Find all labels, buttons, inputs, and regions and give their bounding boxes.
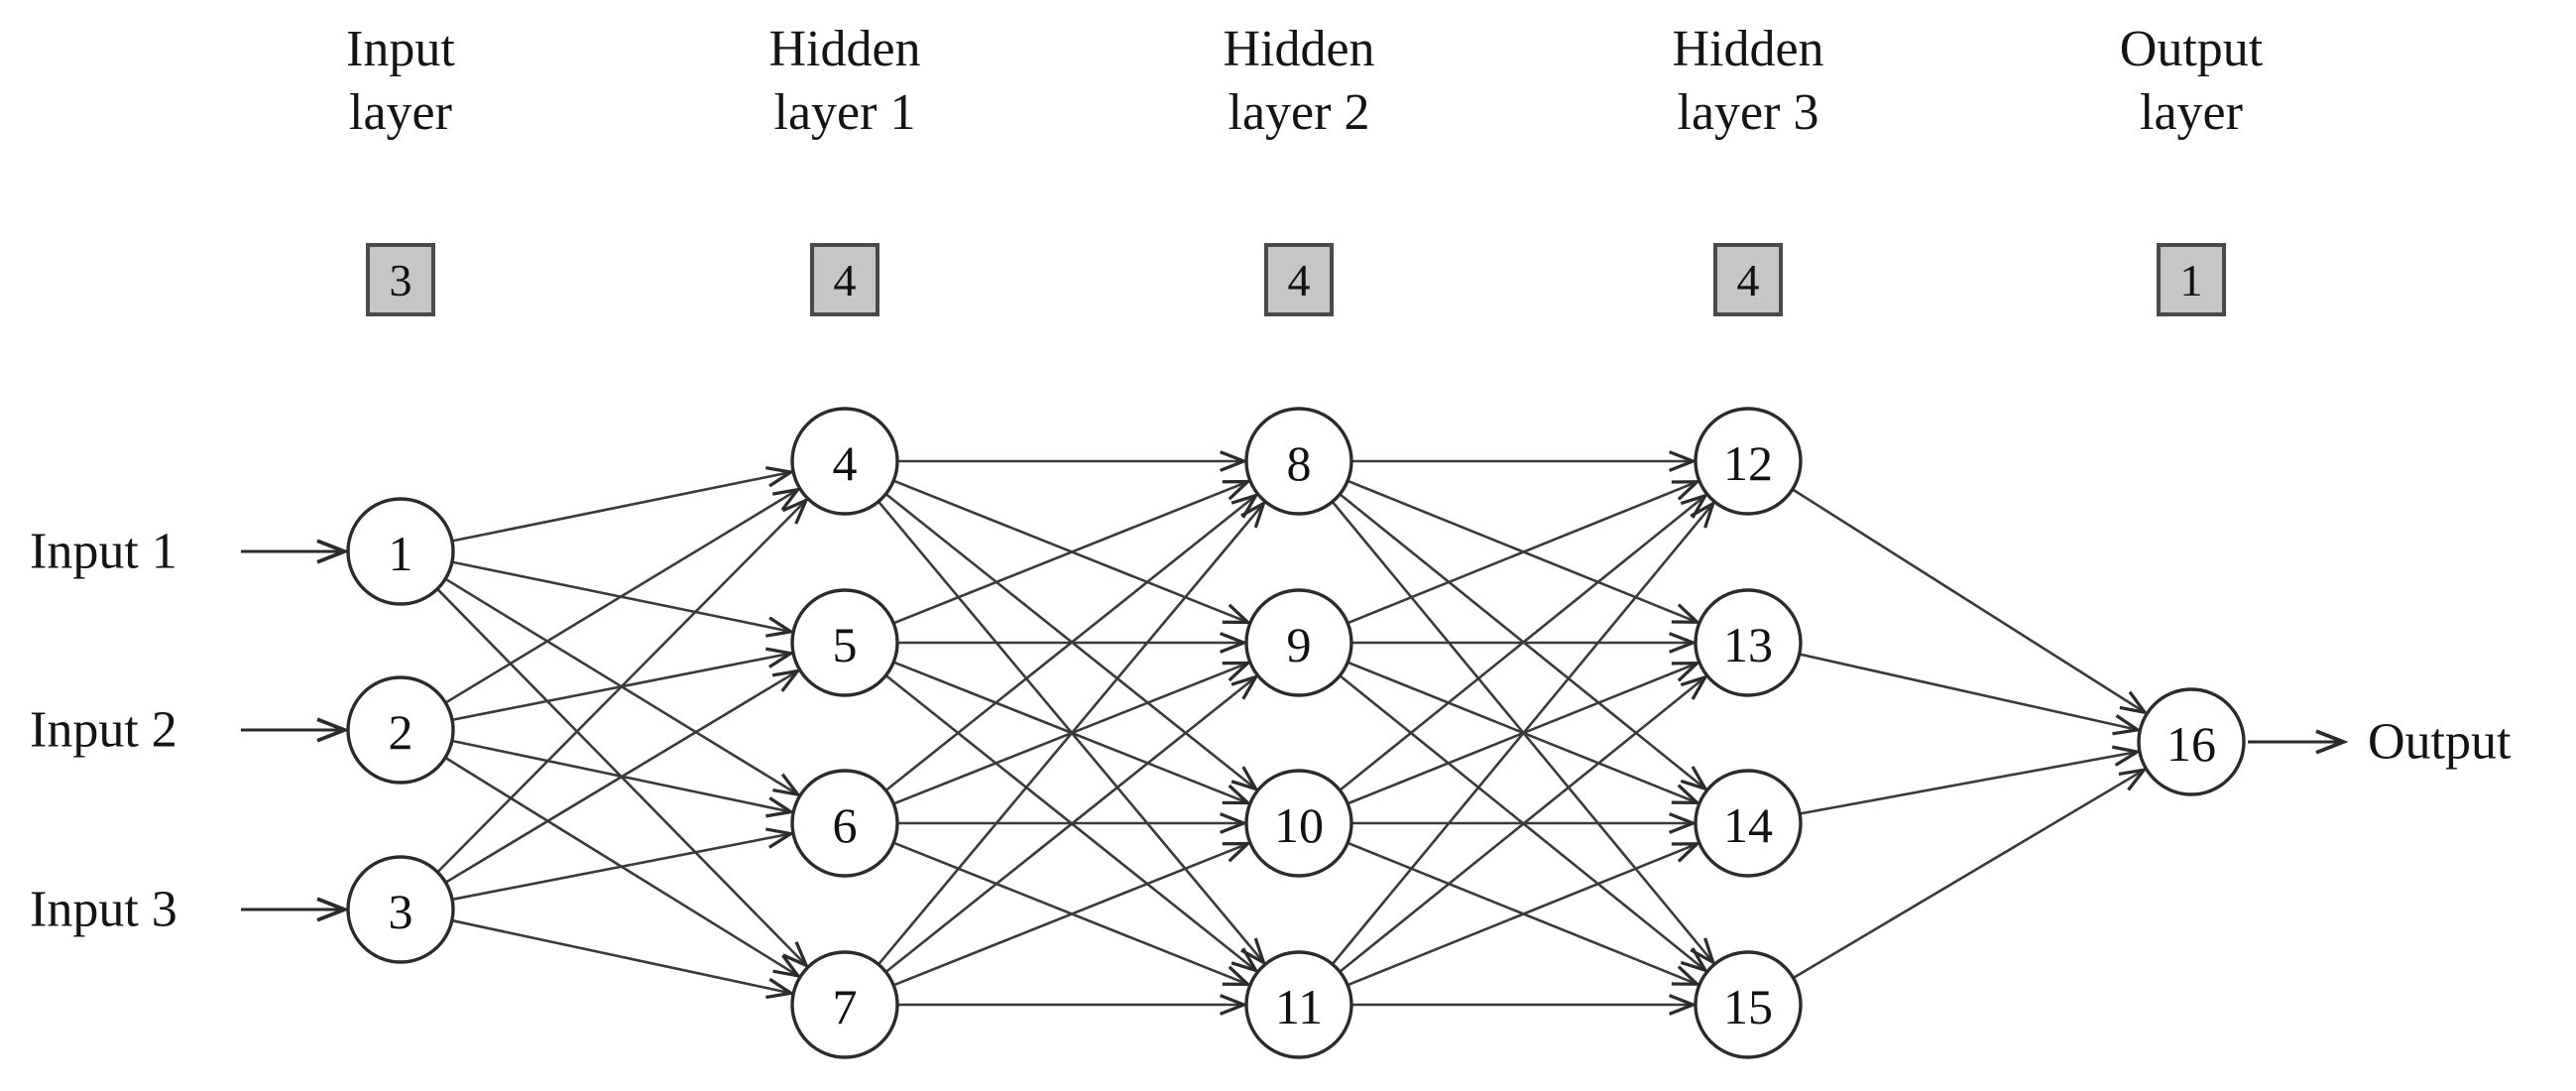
- neuron-label-8: 8: [1287, 435, 1312, 491]
- input-label-2: Input 2: [30, 702, 177, 759]
- io-group: Input 1 Input 2 Input 3 Output: [30, 524, 2512, 938]
- neuron-node-10: [1244, 769, 1353, 878]
- neuron-node-6: [790, 769, 899, 878]
- column-header-5: Output layer: [2119, 21, 2264, 141]
- edge-11-to-13: [1340, 677, 1704, 973]
- edge-13-to-16: [1800, 653, 2138, 730]
- neuron-node-12: [1694, 407, 1803, 516]
- neuron-node-7: [790, 950, 899, 1059]
- neuron-label-14: 14: [1723, 797, 1773, 853]
- neuron-label-12: 12: [1723, 435, 1773, 491]
- edge-15-to-16: [1793, 771, 2143, 979]
- edge-10-to-12: [1340, 496, 1704, 791]
- neuron-node-15: [1694, 950, 1803, 1059]
- edge-7-to-8: [878, 504, 1263, 965]
- edge-7-to-9: [885, 677, 1255, 973]
- neuron-label-1: 1: [389, 526, 413, 581]
- output-label: Output: [2368, 714, 2512, 771]
- edge-1-to-4: [452, 472, 790, 543]
- column-count-badge-3: 4: [1264, 243, 1334, 316]
- neuron-node-9: [1244, 588, 1353, 697]
- neuron-label-4: 4: [833, 435, 858, 491]
- neuron-label-7: 7: [833, 979, 858, 1034]
- neuron-label-15: 15: [1723, 979, 1773, 1034]
- neuron-node-4: [790, 407, 899, 516]
- column-header-3: Hidden layer 2: [1223, 21, 1375, 141]
- neuron-label-3: 3: [389, 884, 413, 939]
- input-label-3: Input 3: [30, 882, 177, 938]
- neuron-label-6: 6: [833, 797, 858, 853]
- edge-3-to-5: [445, 671, 797, 884]
- neuron-node-8: [1244, 407, 1353, 516]
- column-count-badge-4: 4: [1713, 243, 1783, 316]
- edge-group: [436, 461, 2145, 1005]
- edge-9-to-12: [1347, 482, 1697, 624]
- neuron-node-11: [1244, 950, 1353, 1059]
- column-count-badge-1: 3: [366, 243, 435, 316]
- neuron-node-14: [1694, 769, 1803, 878]
- neuron-label-11: 11: [1275, 979, 1323, 1034]
- edge-3-to-6: [452, 834, 790, 901]
- neuron-label-13: 13: [1723, 617, 1773, 672]
- edge-6-to-8: [885, 496, 1255, 791]
- column-header-1: Input layer: [346, 21, 455, 141]
- neuron-node-13: [1694, 588, 1803, 697]
- edge-2-to-4: [445, 490, 797, 704]
- neuron-node-16: [2137, 687, 2246, 796]
- neuron-node-5: [790, 588, 899, 697]
- edge-14-to-16: [1800, 752, 2137, 815]
- column-header-4: Hidden layer 3: [1672, 21, 1824, 141]
- neuron-label-10: 10: [1274, 797, 1324, 853]
- column-count-badge-2: 4: [810, 243, 879, 316]
- edge-5-to-8: [893, 482, 1247, 625]
- neuron-label-5: 5: [833, 617, 858, 672]
- column-header-2: Hidden layer 1: [768, 21, 921, 141]
- neuron-label-16: 16: [2166, 716, 2216, 772]
- edge-11-to-12: [1332, 504, 1712, 965]
- edge-11-to-14: [1347, 844, 1697, 986]
- edge-7-to-10: [893, 844, 1247, 987]
- edge-12-to-16: [1792, 488, 2145, 712]
- neuron-label-2: 2: [389, 704, 413, 760]
- column-count-badge-5: 1: [2157, 243, 2226, 316]
- edge-3-to-7: [452, 919, 790, 993]
- edge-3-to-4: [437, 501, 806, 873]
- input-label-1: Input 1: [30, 524, 177, 580]
- neuron-label-9: 9: [1287, 617, 1312, 672]
